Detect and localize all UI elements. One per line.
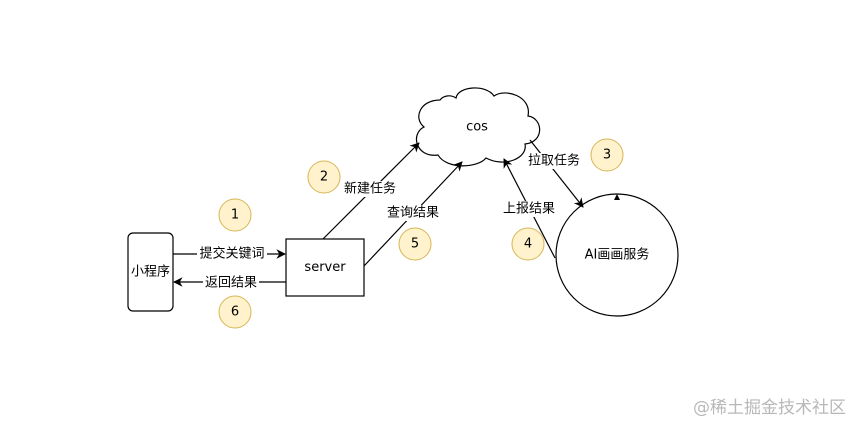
label-fetch-task: 拉取任务 xyxy=(528,153,580,169)
step-marker-5: 5 xyxy=(398,227,432,261)
label-create-task: 新建任务 xyxy=(344,181,396,197)
step-marker-1: 1 xyxy=(218,198,252,232)
step-number: 3 xyxy=(603,148,611,163)
server-label: server xyxy=(304,260,346,275)
miniprogram-label: 小程序 xyxy=(131,265,170,280)
label-submit-keyword: 提交关键词 xyxy=(199,246,264,262)
watermark: @稀土掘金技术社区 xyxy=(693,398,846,418)
label-return-result: 返回结果 xyxy=(205,276,257,291)
step-marker-2: 2 xyxy=(307,160,341,194)
cos-cloud-node: cos xyxy=(415,87,541,167)
step-number: 4 xyxy=(524,237,532,252)
edge-fetch-task xyxy=(529,139,584,208)
label-query-result: 查询结果 xyxy=(387,206,439,221)
ai-service-top-tick xyxy=(614,194,620,200)
ai-service-node: AI画画服务 xyxy=(555,193,679,317)
step-marker-6: 6 xyxy=(218,295,252,329)
cos-label: cos xyxy=(466,120,488,135)
step-marker-4: 4 xyxy=(511,227,545,261)
miniprogram-node: 小程序 xyxy=(127,232,174,312)
step-marker-3: 3 xyxy=(590,138,624,172)
label-report-result: 上报结果 xyxy=(503,202,555,217)
step-number: 1 xyxy=(231,208,239,223)
step-number: 6 xyxy=(231,305,239,320)
ai-service-label: AI画画服务 xyxy=(585,247,650,263)
step-number: 2 xyxy=(320,170,328,185)
server-node: server xyxy=(285,238,365,297)
step-number: 5 xyxy=(411,237,419,252)
